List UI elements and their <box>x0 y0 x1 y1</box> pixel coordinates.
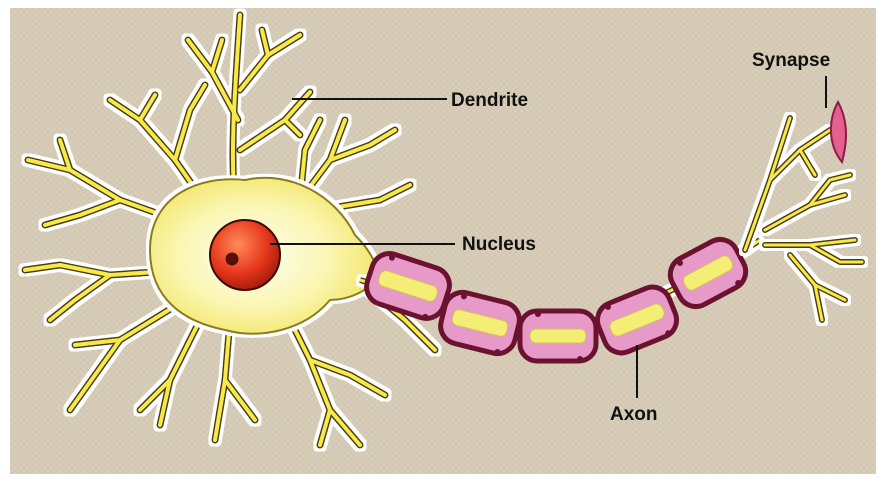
synapse-label: Synapse <box>752 50 830 71</box>
nucleolus <box>226 253 239 266</box>
myelin-segment <box>520 311 596 362</box>
dendrite-label: Dendrite <box>451 90 528 111</box>
nucleus-label: Nucleus <box>462 234 536 255</box>
nucleus <box>210 220 280 290</box>
axon-label: Axon <box>610 404 658 425</box>
